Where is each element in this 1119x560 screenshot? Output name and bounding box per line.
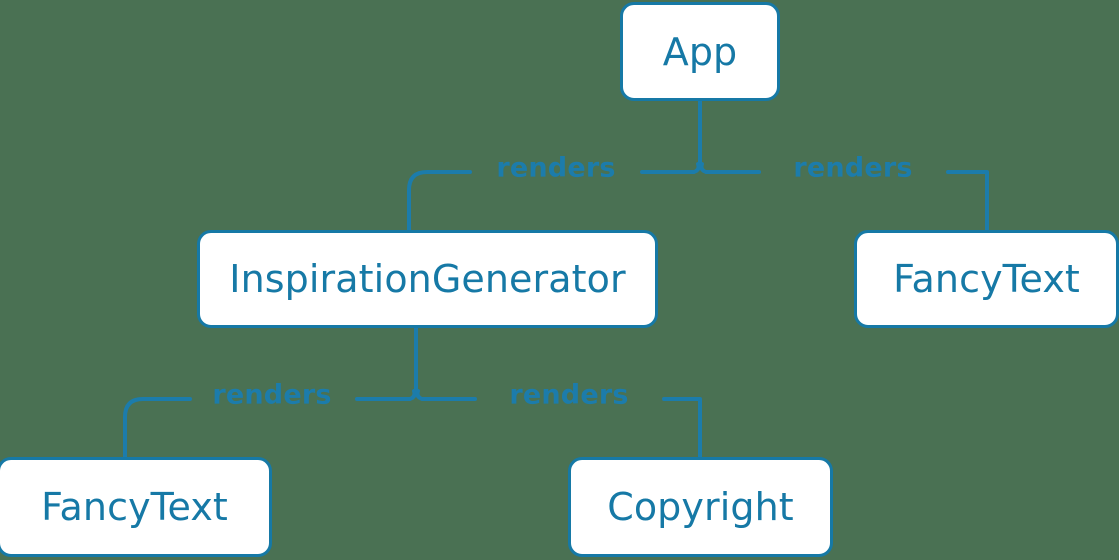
edge-label-inspirationgenerator-to-fancytext-bottom: renders xyxy=(212,379,332,411)
node-inspiration-generator[interactable]: InspirationGenerator xyxy=(197,230,658,328)
edge-label-app-to-fancytext-right: renders xyxy=(793,152,913,184)
edge-app-to-inspirationgenerator xyxy=(407,162,701,232)
node-inspiration-generator-label: InspirationGenerator xyxy=(229,257,626,301)
node-app[interactable]: App xyxy=(620,2,780,101)
node-copyright[interactable]: Copyright xyxy=(568,457,833,557)
node-copyright-label: Copyright xyxy=(607,485,794,529)
node-fancytext-right[interactable]: FancyText xyxy=(854,230,1119,328)
edge-label-app-to-inspirationgenerator: renders xyxy=(496,152,616,184)
node-fancytext-right-label: FancyText xyxy=(893,257,1080,301)
edge-inspirationgenerator-to-fancytext-bottom xyxy=(123,389,417,459)
edge-inspirationgenerator-to-copyright xyxy=(415,389,702,459)
edge-app-to-fancytext-right xyxy=(699,162,989,232)
node-fancytext-bottom[interactable]: FancyText xyxy=(0,457,272,557)
node-app-label: App xyxy=(662,29,738,74)
edge-label-inspirationgenerator-to-copyright: renders xyxy=(509,379,629,411)
node-fancytext-bottom-label: FancyText xyxy=(41,485,228,529)
